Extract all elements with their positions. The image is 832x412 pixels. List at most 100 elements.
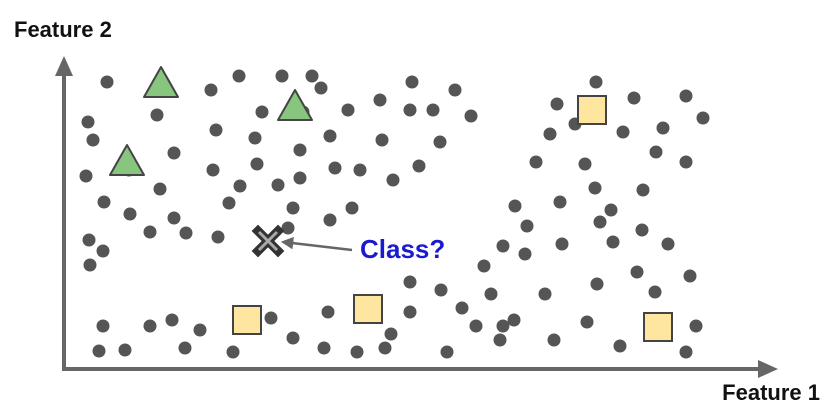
dot-icon [96, 319, 110, 333]
dot-icon [222, 196, 236, 210]
dot-icon [264, 311, 278, 325]
dot-icon [193, 323, 207, 337]
dot-icon [79, 169, 93, 183]
square-icon [232, 305, 262, 335]
triangle-icon [109, 144, 145, 176]
dot-icon [97, 195, 111, 209]
dot-icon [153, 182, 167, 196]
dot-icon [616, 125, 630, 139]
dot-icon [226, 345, 240, 359]
dot-icon [635, 223, 649, 237]
dot-icon [403, 103, 417, 117]
dot-icon [613, 339, 627, 353]
dot-icon [384, 327, 398, 341]
dot-icon [679, 89, 693, 103]
dot-icon [550, 97, 564, 111]
dot-icon [403, 275, 417, 289]
dot-icon [386, 173, 400, 187]
dot-icon [469, 319, 483, 333]
dot-icon [353, 163, 367, 177]
dot-icon [378, 341, 392, 355]
dot-icon [96, 244, 110, 258]
dot-icon [255, 105, 269, 119]
dot-icon [232, 69, 246, 83]
dot-icon [143, 225, 157, 239]
dot-icon [165, 313, 179, 327]
dot-icon [630, 265, 644, 279]
dot-icon [553, 195, 567, 209]
dot-icon [143, 319, 157, 333]
dot-icon [440, 345, 454, 359]
dot-icon [123, 207, 137, 221]
dot-icon [518, 247, 532, 261]
dot-icon [578, 157, 592, 171]
class-a-points [109, 66, 313, 176]
dot-icon [271, 178, 285, 192]
dot-icon [403, 305, 417, 319]
dot-icon [477, 259, 491, 273]
dot-icon [305, 69, 319, 83]
dot-icon [508, 199, 522, 213]
dot-icon [150, 108, 164, 122]
y-axis-arrowhead [55, 56, 73, 76]
dot-icon [455, 301, 469, 315]
axes [55, 56, 778, 378]
x-axis-label: Feature 1 [722, 380, 820, 405]
dot-icon [373, 93, 387, 107]
dot-icon [178, 341, 192, 355]
dot-icon [649, 145, 663, 159]
dot-icon [81, 115, 95, 129]
dot-icon [520, 219, 534, 233]
query-label: Class? [360, 234, 446, 264]
dot-icon [593, 215, 607, 229]
x-axis-arrowhead [758, 360, 778, 378]
dot-icon [92, 344, 106, 358]
dot-icon [661, 237, 675, 251]
dot-icon [656, 121, 670, 135]
dot-icon [321, 305, 335, 319]
dot-icon [590, 277, 604, 291]
dot-icon [679, 155, 693, 169]
dot-icon [493, 333, 507, 347]
dot-icon [538, 287, 552, 301]
dot-icon [636, 183, 650, 197]
dot-icon [345, 201, 359, 215]
dot-icon [83, 258, 97, 272]
dot-icon [627, 91, 641, 105]
dot-icon [496, 239, 510, 253]
dot-icon [167, 146, 181, 160]
dot-icon [683, 269, 697, 283]
dot-icon [689, 319, 703, 333]
dot-icon [286, 331, 300, 345]
dot-icon [589, 75, 603, 89]
dot-icon [496, 319, 510, 333]
dot-icon [484, 287, 498, 301]
dot-icon [606, 235, 620, 249]
square-icon [643, 312, 673, 342]
dot-icon [405, 75, 419, 89]
triangle-icon [143, 66, 179, 98]
dot-icon [248, 131, 262, 145]
dot-icon [323, 213, 337, 227]
dot-icon [464, 109, 478, 123]
dot-icon [604, 203, 618, 217]
dot-icon [375, 133, 389, 147]
dot-icon [448, 83, 462, 97]
dot-icon [696, 111, 710, 125]
dot-icon [286, 201, 300, 215]
dot-icon [179, 226, 193, 240]
unlabeled-points [79, 69, 710, 359]
dot-icon [323, 129, 337, 143]
query-point-group [251, 224, 353, 258]
dot-icon [314, 81, 328, 95]
query-pointer-arrow [280, 236, 353, 252]
dot-icon [317, 341, 331, 355]
dot-icon [293, 171, 307, 185]
dot-icon [679, 345, 693, 359]
dot-icon [100, 75, 114, 89]
dot-icon [580, 315, 594, 329]
dot-icon [543, 127, 557, 141]
dot-icon [281, 221, 295, 235]
dot-icon [209, 123, 223, 137]
